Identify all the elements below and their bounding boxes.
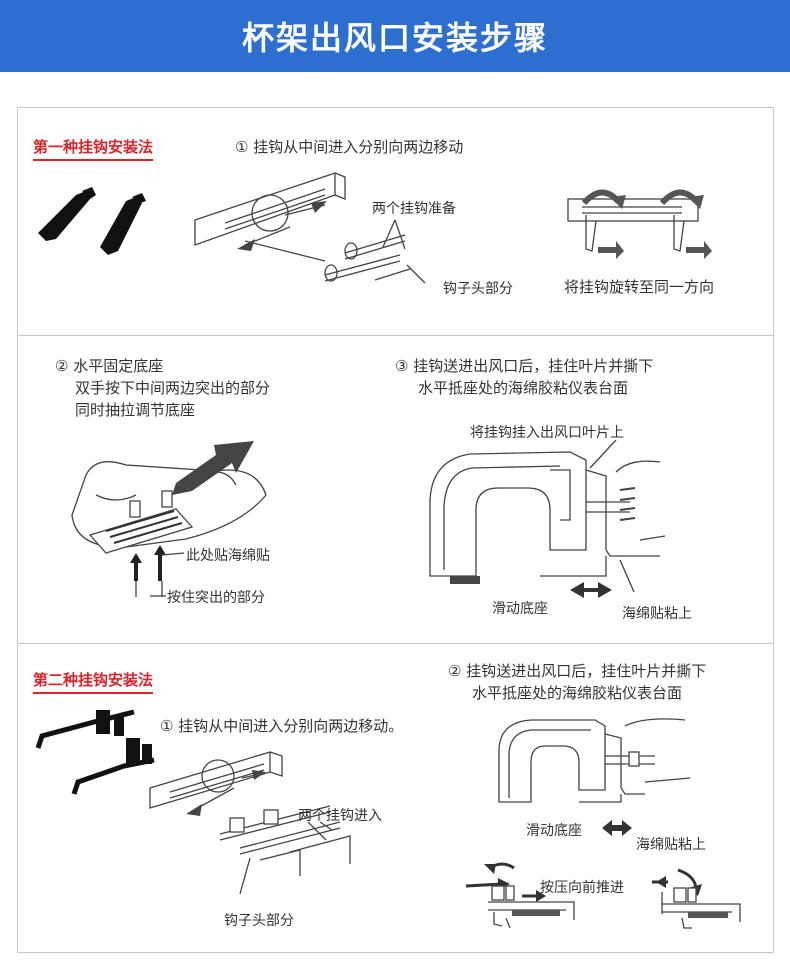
- label-hook-head-2: 钩子头部分: [224, 913, 294, 929]
- label-two-hooks-in: 两个挂钩进入: [298, 808, 382, 824]
- t-hook-pair: [219, 805, 351, 876]
- zoom-circle-2: [201, 759, 235, 793]
- vent-bar-t-hooks-illustration: [149, 751, 351, 895]
- label-hook-head-1: 钩子头部分: [443, 281, 513, 297]
- method-1-step-1: ① 挂钩从中间进入分别向两边移动: [235, 138, 464, 156]
- cupholder-vent-illustration: [429, 439, 666, 598]
- page-title: 杯架出风口安装步骤: [241, 19, 548, 57]
- section-divider-1: [17, 335, 774, 336]
- push-forward-illustration: [465, 862, 741, 929]
- page-banner: 杯架出风口安装步骤: [0, 0, 790, 72]
- label-press-protrusion: 按住突出的部分: [167, 590, 265, 606]
- double-arrow-icon: [172, 441, 254, 495]
- slide-arrow-2-icon: [602, 820, 632, 836]
- method-1-step-2-line-2: 双手按下中间两边突出的部分: [75, 379, 271, 397]
- hooks-pair: [324, 234, 411, 282]
- method-1-step-2-line-3: 同时抽拉调节底座: [75, 401, 196, 419]
- method-1-step-3-line-1: ③ 挂钩送进出风口后，挂住叶片并撕下: [395, 357, 654, 375]
- t-hooks-illustration: [35, 709, 155, 795]
- hook-piece-right: [100, 193, 146, 255]
- label-sponge-stick-2: 海绵贴粘上: [636, 837, 706, 853]
- method-1-step-3-line-2: 水平抵座处的海绵胶粘仪表台面: [418, 379, 629, 397]
- press-base-illustration: [71, 441, 267, 597]
- method-1-step-2-line-1: ② 水平固定底座: [55, 357, 164, 375]
- method-2-step-1: ① 挂钩从中间进入分别向两边移动。: [160, 717, 404, 735]
- rotate-hooks-illustration: [567, 189, 712, 259]
- method-2-step-2-line-1: ② 挂钩送进出风口后，挂住叶片并撕下: [448, 662, 707, 680]
- t-hook-lower: [71, 738, 155, 795]
- rotate-arrow-left-icon: [581, 189, 626, 209]
- t-hook-upper: [35, 709, 135, 749]
- black-hooks-illustration: [38, 187, 146, 255]
- rotate-arrow-right-icon: [659, 189, 704, 209]
- section-divider-2: [17, 643, 774, 644]
- label-sponge-here: 此处贴海绵贴: [186, 548, 270, 564]
- method-2-step-2-line-2: 水平抵座处的海绵胶粘仪表台面: [472, 684, 683, 702]
- label-push-forward: 按压向前推进: [540, 880, 624, 896]
- method-1-tag: 第一种挂钩安装法: [33, 136, 154, 161]
- press-arrows-icon: [130, 545, 166, 581]
- cupholder-vent-illustration-2: [498, 718, 691, 803]
- vent-bar-illustration: [194, 172, 426, 284]
- zoom-circle: [251, 194, 289, 232]
- label-slide-base-2: 滑动底座: [526, 823, 582, 839]
- push-left-detail: [465, 862, 575, 929]
- label-rotate-same-direction: 将挂钩旋转至同一方向: [564, 278, 715, 296]
- pointer-line: [150, 595, 166, 597]
- label-two-hooks-ready: 两个挂钩准备: [372, 201, 456, 217]
- label-sponge-stick-1: 海绵贴粘上: [622, 606, 692, 622]
- label-hook-onto-vent: 将挂钩挂入出风口叶片上: [470, 425, 624, 441]
- base-plate: [88, 490, 194, 554]
- method-2-tag: 第二种挂钩安装法: [33, 669, 154, 694]
- hook-piece-left: [38, 187, 96, 241]
- vent-slats: [619, 487, 636, 521]
- slide-arrow-icon: [570, 582, 612, 598]
- push-right-detail: [652, 868, 741, 929]
- label-slide-base-1: 滑动底座: [492, 601, 548, 617]
- instructions-frame: [17, 107, 774, 953]
